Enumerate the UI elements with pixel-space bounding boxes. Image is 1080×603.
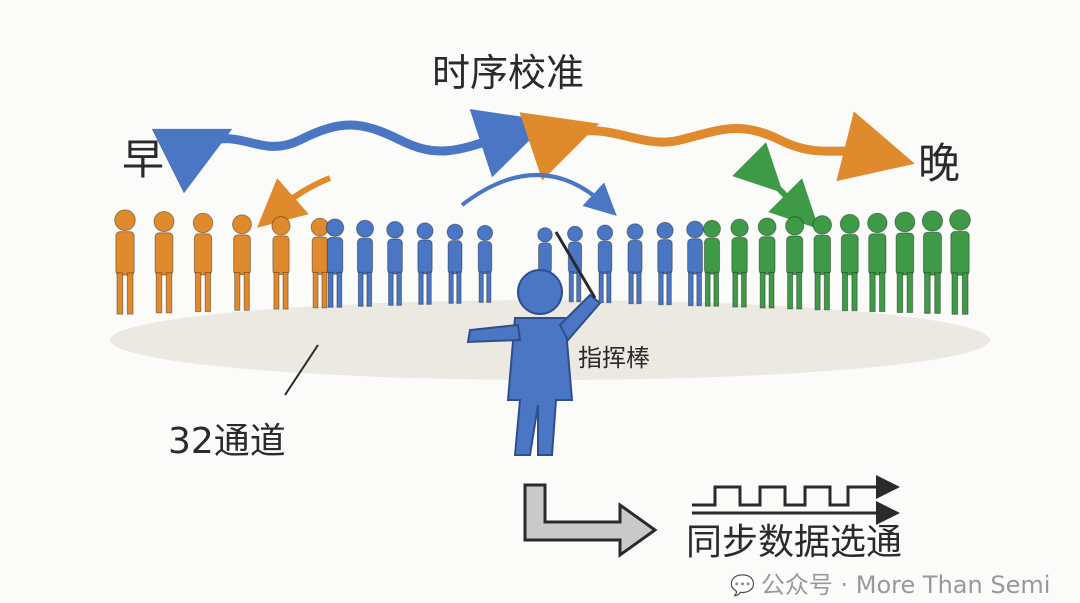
musician-blue [567,225,583,303]
musician-green [730,218,749,308]
conductor-arc-arrow [460,173,617,216]
early-wave-arrow [151,108,550,194]
musician-orange [271,216,291,310]
musician-orange [114,209,136,315]
diagram-title: 时序校准 [432,51,585,95]
musician-blue [355,219,375,307]
musician-green [757,217,777,309]
late-wave-arrow [519,111,915,182]
watermark-text: 公众号 · More Than Semi [760,571,1051,599]
musician-blue [325,218,345,308]
musician-orange [232,214,252,311]
wechat-icon: 💬 [730,573,755,597]
channels-label: 32通道 [168,421,286,462]
musician-green [867,212,888,313]
musicians-row [114,209,971,315]
strobe-pulse-wave [692,475,900,507]
strobe-label: 同步数据选通 [686,522,903,563]
musician-blue [386,221,404,306]
musician-blue [626,223,644,305]
conductor [466,231,602,456]
gray-output-arrow [523,483,658,558]
green-adjust-arrow [732,142,819,229]
musician-green [949,209,971,315]
channels-pointer [284,344,319,396]
watermark: 💬 公众号 · More Than Semi [730,570,1050,600]
early-label: 早 [122,135,165,184]
musician-green [812,215,833,311]
musician-green [839,213,860,312]
musician-orange [153,211,175,314]
musician-blue [596,224,614,304]
musician-orange [310,217,330,309]
musician-blue [416,222,434,305]
musician-green [894,211,916,314]
late-label: 晚 [918,139,961,188]
orange-shift-arrow [256,175,332,228]
musician-green [785,216,805,310]
musician-green [921,210,944,314]
musician-blue [446,223,464,304]
musician-blue [686,220,704,307]
musician-blue [476,224,494,303]
musician-green [703,219,721,307]
baton-label: 指挥棒 [578,344,650,372]
musician-blue [656,221,674,306]
musician-orange [192,212,214,313]
